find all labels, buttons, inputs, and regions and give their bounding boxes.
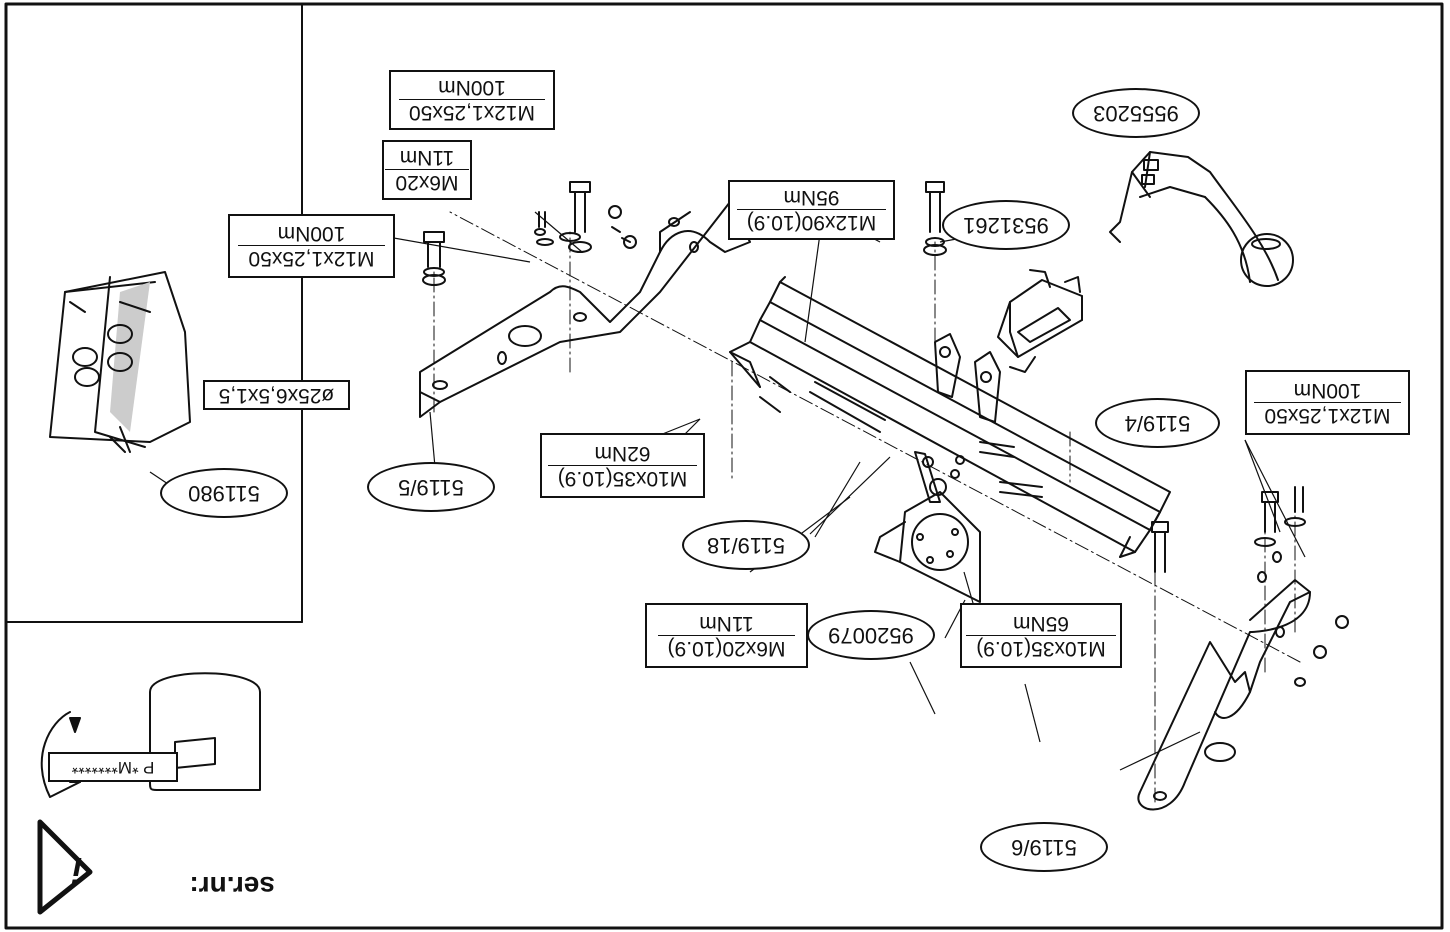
small-bolt-spec: M6x20 <box>385 169 469 195</box>
long-bolt-torque: 95Nm <box>783 186 840 210</box>
leader-lines <box>149 211 1306 771</box>
mid-bolt-spec: M10x35(10.9) <box>547 465 698 490</box>
part-bolt-kit: 511980 <box>160 468 288 518</box>
part-side-bracket-left: 5119/5 <box>367 462 495 512</box>
long-bolt-spec: M12x90(10.9) <box>736 209 887 235</box>
wiring-bracket-drawing <box>997 269 1083 373</box>
mid-bolt-torque: 62Nm <box>594 442 651 465</box>
socket-bolt-spec: M6x20(10.9) <box>657 635 796 660</box>
plate-marking-box: P *M******* <box>48 752 178 782</box>
plate-marking-text: P *M******* <box>71 758 155 777</box>
label-washer: ø25x6,5x1,5 <box>203 380 350 410</box>
top-bolt-torque: 100Nm <box>438 76 506 100</box>
plate-bolt-spec: M10x35(10.9) <box>966 635 1116 660</box>
right-bolt-torque: 100Nm <box>1293 379 1362 402</box>
part-socket-bracket: 5119/18 <box>682 520 810 570</box>
serial-number-label: ser.nr: <box>189 871 275 902</box>
crossbar-drawing <box>729 276 1171 558</box>
sheet-frame <box>4 2 1444 930</box>
info-icon: i <box>72 850 82 888</box>
label-long-bolt: M12x90(10.9) 95Nm <box>728 180 895 240</box>
left-bolt-spec: M12x1,25x50 <box>238 245 385 271</box>
socket-plate-drawing <box>874 491 981 603</box>
small-bolt-torque: 11Nm <box>399 146 455 170</box>
part-side-bracket-right: 5119/6 <box>980 822 1108 872</box>
top-bolt-spec: M12x1,25x50 <box>398 99 546 125</box>
plate-bolt-torque: 65Nm <box>1012 612 1070 635</box>
socket-bracket-drawing <box>914 451 965 503</box>
right-bolt-spec: M12x1,25x50 <box>1254 402 1401 427</box>
side-bracket-left-drawing <box>419 201 751 418</box>
part-socket-plate: 9520079 <box>807 610 935 660</box>
part-wiring-bracket: 9531261 <box>942 200 1070 250</box>
ball-neck-drawing <box>1109 151 1294 287</box>
label-socket-bolt: M6x20(10.9) 11Nm <box>645 603 808 668</box>
center-lines <box>433 211 1301 803</box>
label-right-bolt: M12x1,25x50 100Nm <box>1245 370 1410 435</box>
label-small-bolt: M6x20 11Nm <box>382 140 472 200</box>
label-left-bolt: M12x1,25x50 100Nm <box>228 214 395 278</box>
label-plate-bolt: M10x35(10.9) 65Nm <box>960 603 1122 668</box>
label-top-bolt: M12x1,25x50 100Nm <box>389 70 555 130</box>
bolt-kit-drawing <box>49 271 191 453</box>
left-bolt-torque: 100Nm <box>277 222 346 246</box>
part-ball-neck: 9555203 <box>1072 88 1200 138</box>
washer-spec: ø25x6,5x1,5 <box>218 384 335 407</box>
label-mid-bolt: M10x35(10.9) 62Nm <box>540 433 705 498</box>
part-crossbar: 5119/4 <box>1095 398 1220 448</box>
socket-bolt-torque: 11Nm <box>699 612 754 635</box>
